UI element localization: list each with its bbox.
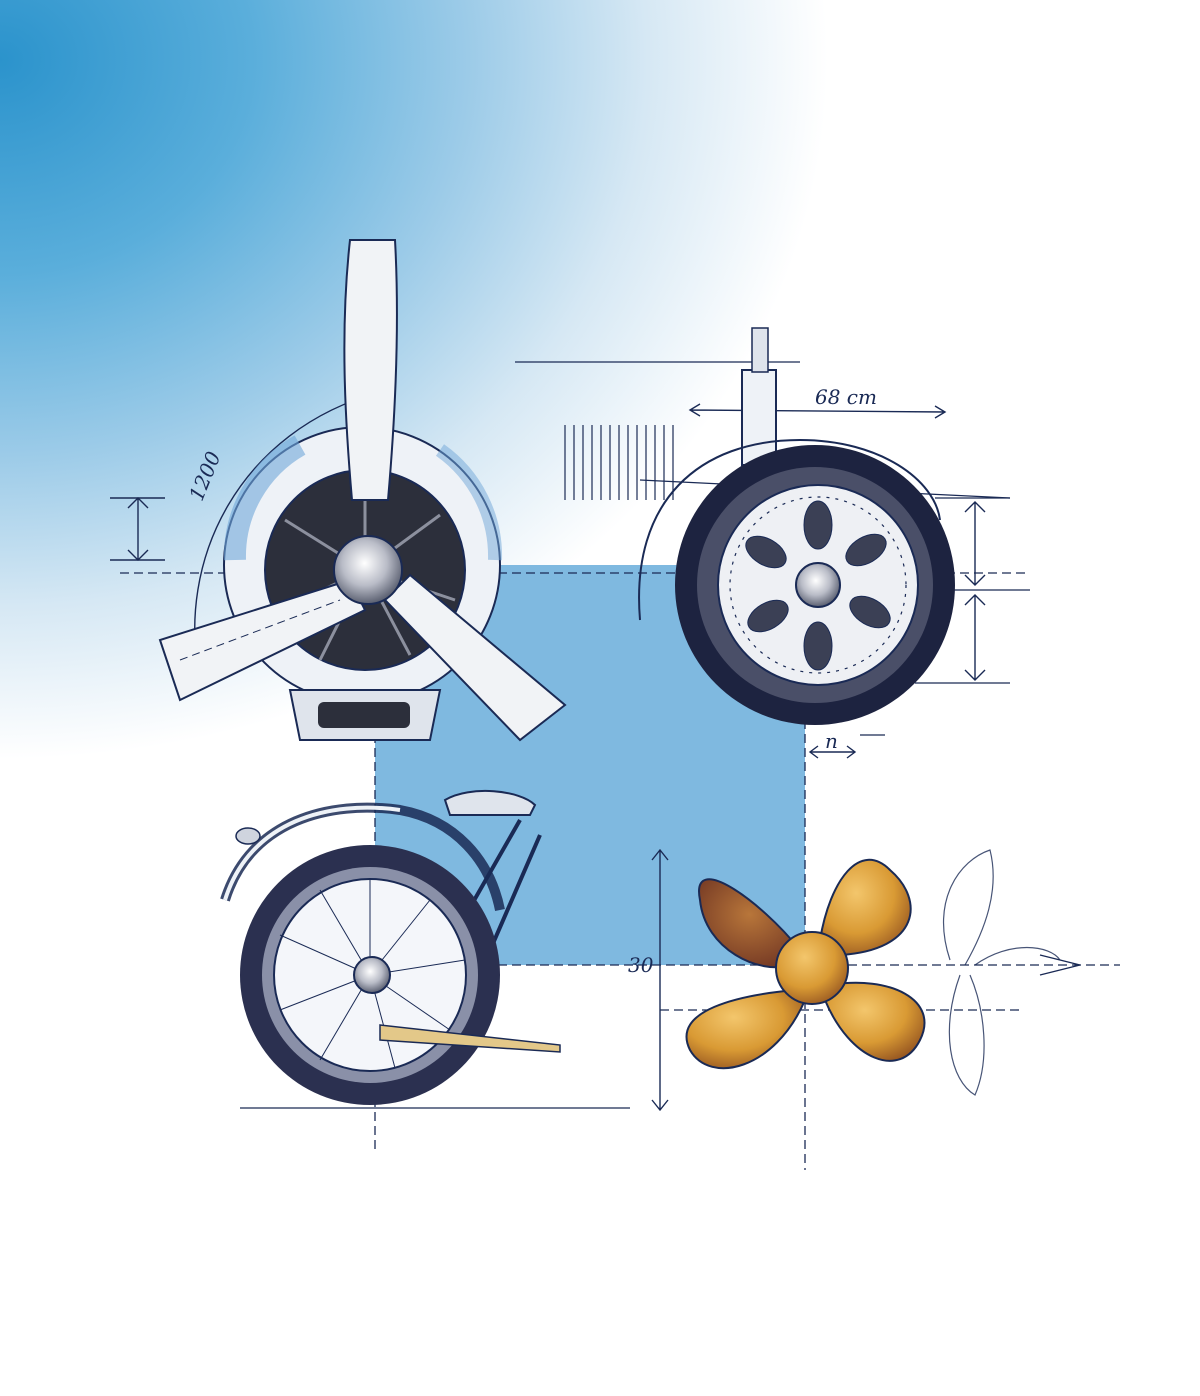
wheel-dimension-label: 68 cm xyxy=(815,385,877,409)
aircraft-engine-sketch: 1200 xyxy=(158,239,567,742)
engine-dimension-label: 1200 xyxy=(184,448,225,504)
propeller-dimension-label: 30 xyxy=(628,953,654,977)
wheel-small-mark-label: n xyxy=(825,729,838,753)
propeller-motion-ghost xyxy=(942,849,1061,1096)
radiator-grille xyxy=(564,425,674,500)
motorcycle-wheel-sketch xyxy=(220,790,561,1105)
car-wheel-sketch: 68 cm n xyxy=(564,327,955,753)
boat-propeller-sketch: 30 xyxy=(628,849,1061,1096)
rim-slots xyxy=(745,500,891,671)
